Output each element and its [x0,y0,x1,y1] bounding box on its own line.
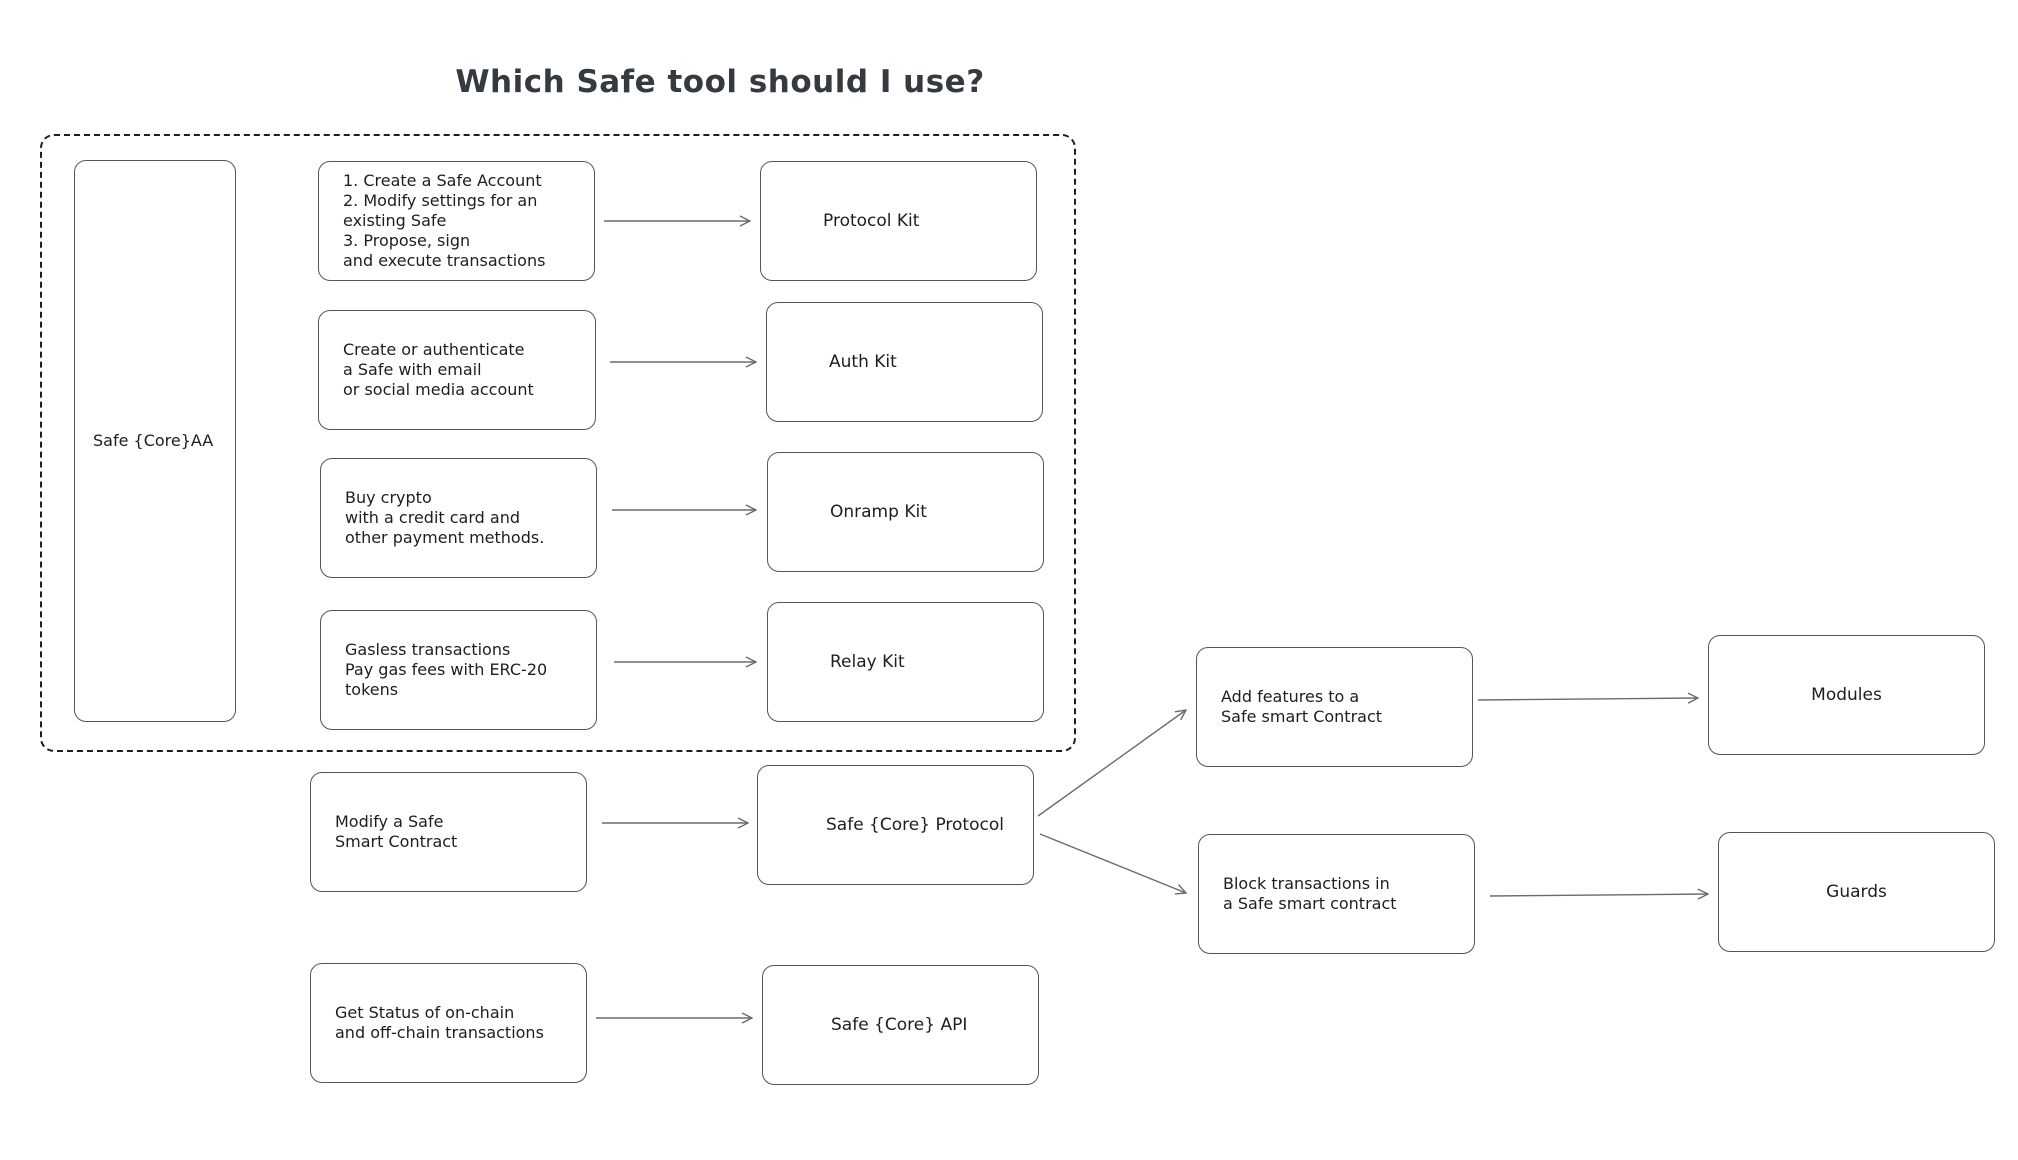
diagram-title: Which Safe tool should I use? [455,64,985,100]
outcome-box-guards: Guards [1718,832,1995,952]
description-box-get-status: Get Status of on-chain and off-chain tra… [310,963,587,1083]
description-text: Get Status of on-chain and off-chain tra… [335,1003,544,1042]
description-text: Block transactions in a Safe smart contr… [1223,874,1397,913]
arrow-guards [1489,894,1708,896]
description-text: 1. Create a Safe Account 2. Modify setti… [343,171,546,270]
description-box-add-features: Add features to a Safe smart Contract [1196,647,1473,767]
tool-box-protocol-kit: Protocol Kit [760,161,1037,281]
arrow-modules [1477,698,1698,700]
tool-box-onramp-kit: Onramp Kit [767,452,1044,572]
outcome-label: Modules [1811,685,1882,705]
arrow-protocol-to-block [1039,833,1186,893]
description-text: Add features to a Safe smart Contract [1221,687,1383,726]
description-box-modify-contract: Modify a Safe Smart Contract [310,772,587,892]
tool-label: Protocol Kit [823,211,920,231]
description-box-authenticate: Create or authenticate a Safe with email… [318,310,596,430]
description-box-gasless: Gasless transactions Pay gas fees with E… [320,610,597,730]
outcome-label: Guards [1826,882,1887,902]
tool-label: Onramp Kit [830,502,927,522]
description-box-block-transactions: Block transactions in a Safe smart contr… [1198,834,1475,954]
tool-box-auth-kit: Auth Kit [766,302,1043,422]
description-text: Buy crypto with a credit card and other … [345,488,545,547]
tool-label: Safe {Core} API [831,1015,968,1035]
tool-box-safe-core-api: Safe {Core} API [762,965,1039,1085]
tool-label: Auth Kit [829,352,897,372]
arrow-protocol-to-features [1037,710,1186,817]
tool-label: Relay Kit [830,652,905,672]
safe-core-aa-box: Safe {Core}AA [74,160,236,722]
description-text: Gasless transactions Pay gas fees with E… [345,640,548,699]
description-box-buy-crypto: Buy crypto with a credit card and other … [320,458,597,578]
tool-box-relay-kit: Relay Kit [767,602,1044,722]
tool-label: Safe {Core} Protocol [826,815,1004,835]
outcome-box-modules: Modules [1708,635,1985,755]
safe-core-aa-label: Safe {Core}AA [93,431,214,450]
description-text: Create or authenticate a Safe with email… [343,340,534,399]
description-box-create-safe: 1. Create a Safe Account 2. Modify setti… [318,161,595,281]
description-text: Modify a Safe Smart Contract [335,812,458,851]
safe-core-aa-group [40,134,1076,752]
tool-box-safe-core-protocol: Safe {Core} Protocol [757,765,1034,885]
